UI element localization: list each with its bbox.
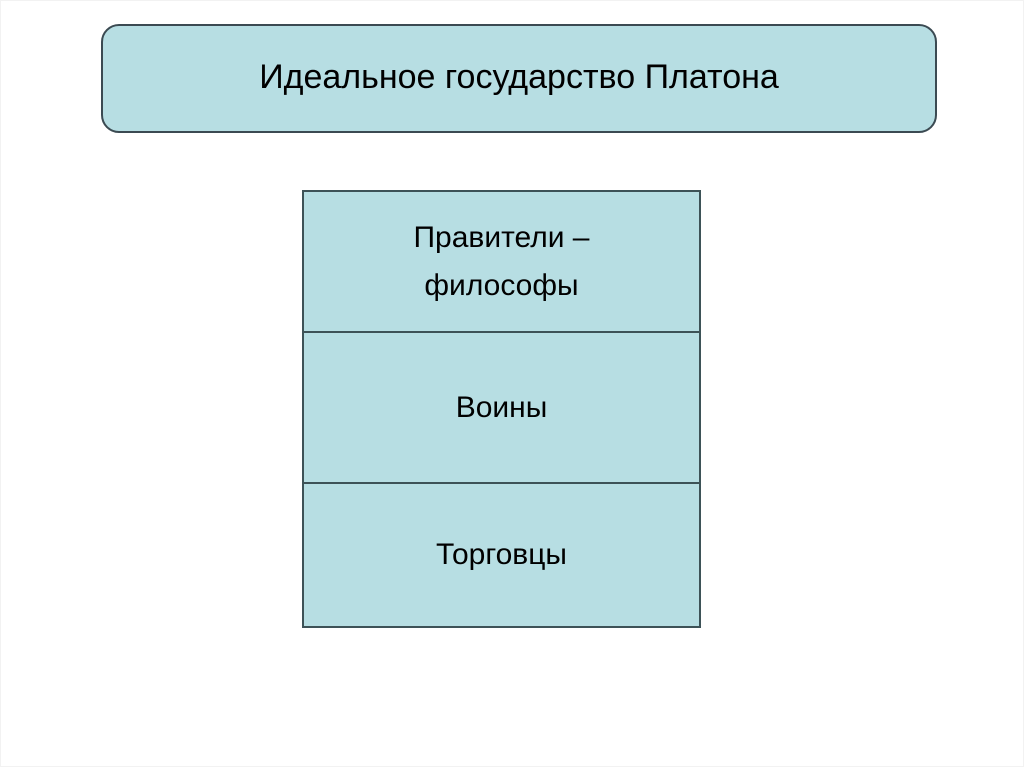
hierarchy-tier-rulers: Правители – философы bbox=[304, 192, 699, 331]
hierarchy-tier-label: Правители – философы bbox=[413, 220, 590, 302]
hierarchy-tier-merchants: Торговцы bbox=[304, 482, 699, 626]
hierarchy-tier-label: Воины bbox=[455, 390, 548, 424]
page-title: Идеальное государство Платона bbox=[259, 57, 779, 96]
hierarchy-tier-label: Торговцы bbox=[435, 538, 567, 571]
title-banner: Идеальное государство Платона bbox=[101, 24, 937, 133]
hierarchy-tier-warriors: Воины bbox=[304, 331, 699, 482]
hierarchy-diagram: Правители – философы Воины Торговцы bbox=[302, 190, 701, 628]
